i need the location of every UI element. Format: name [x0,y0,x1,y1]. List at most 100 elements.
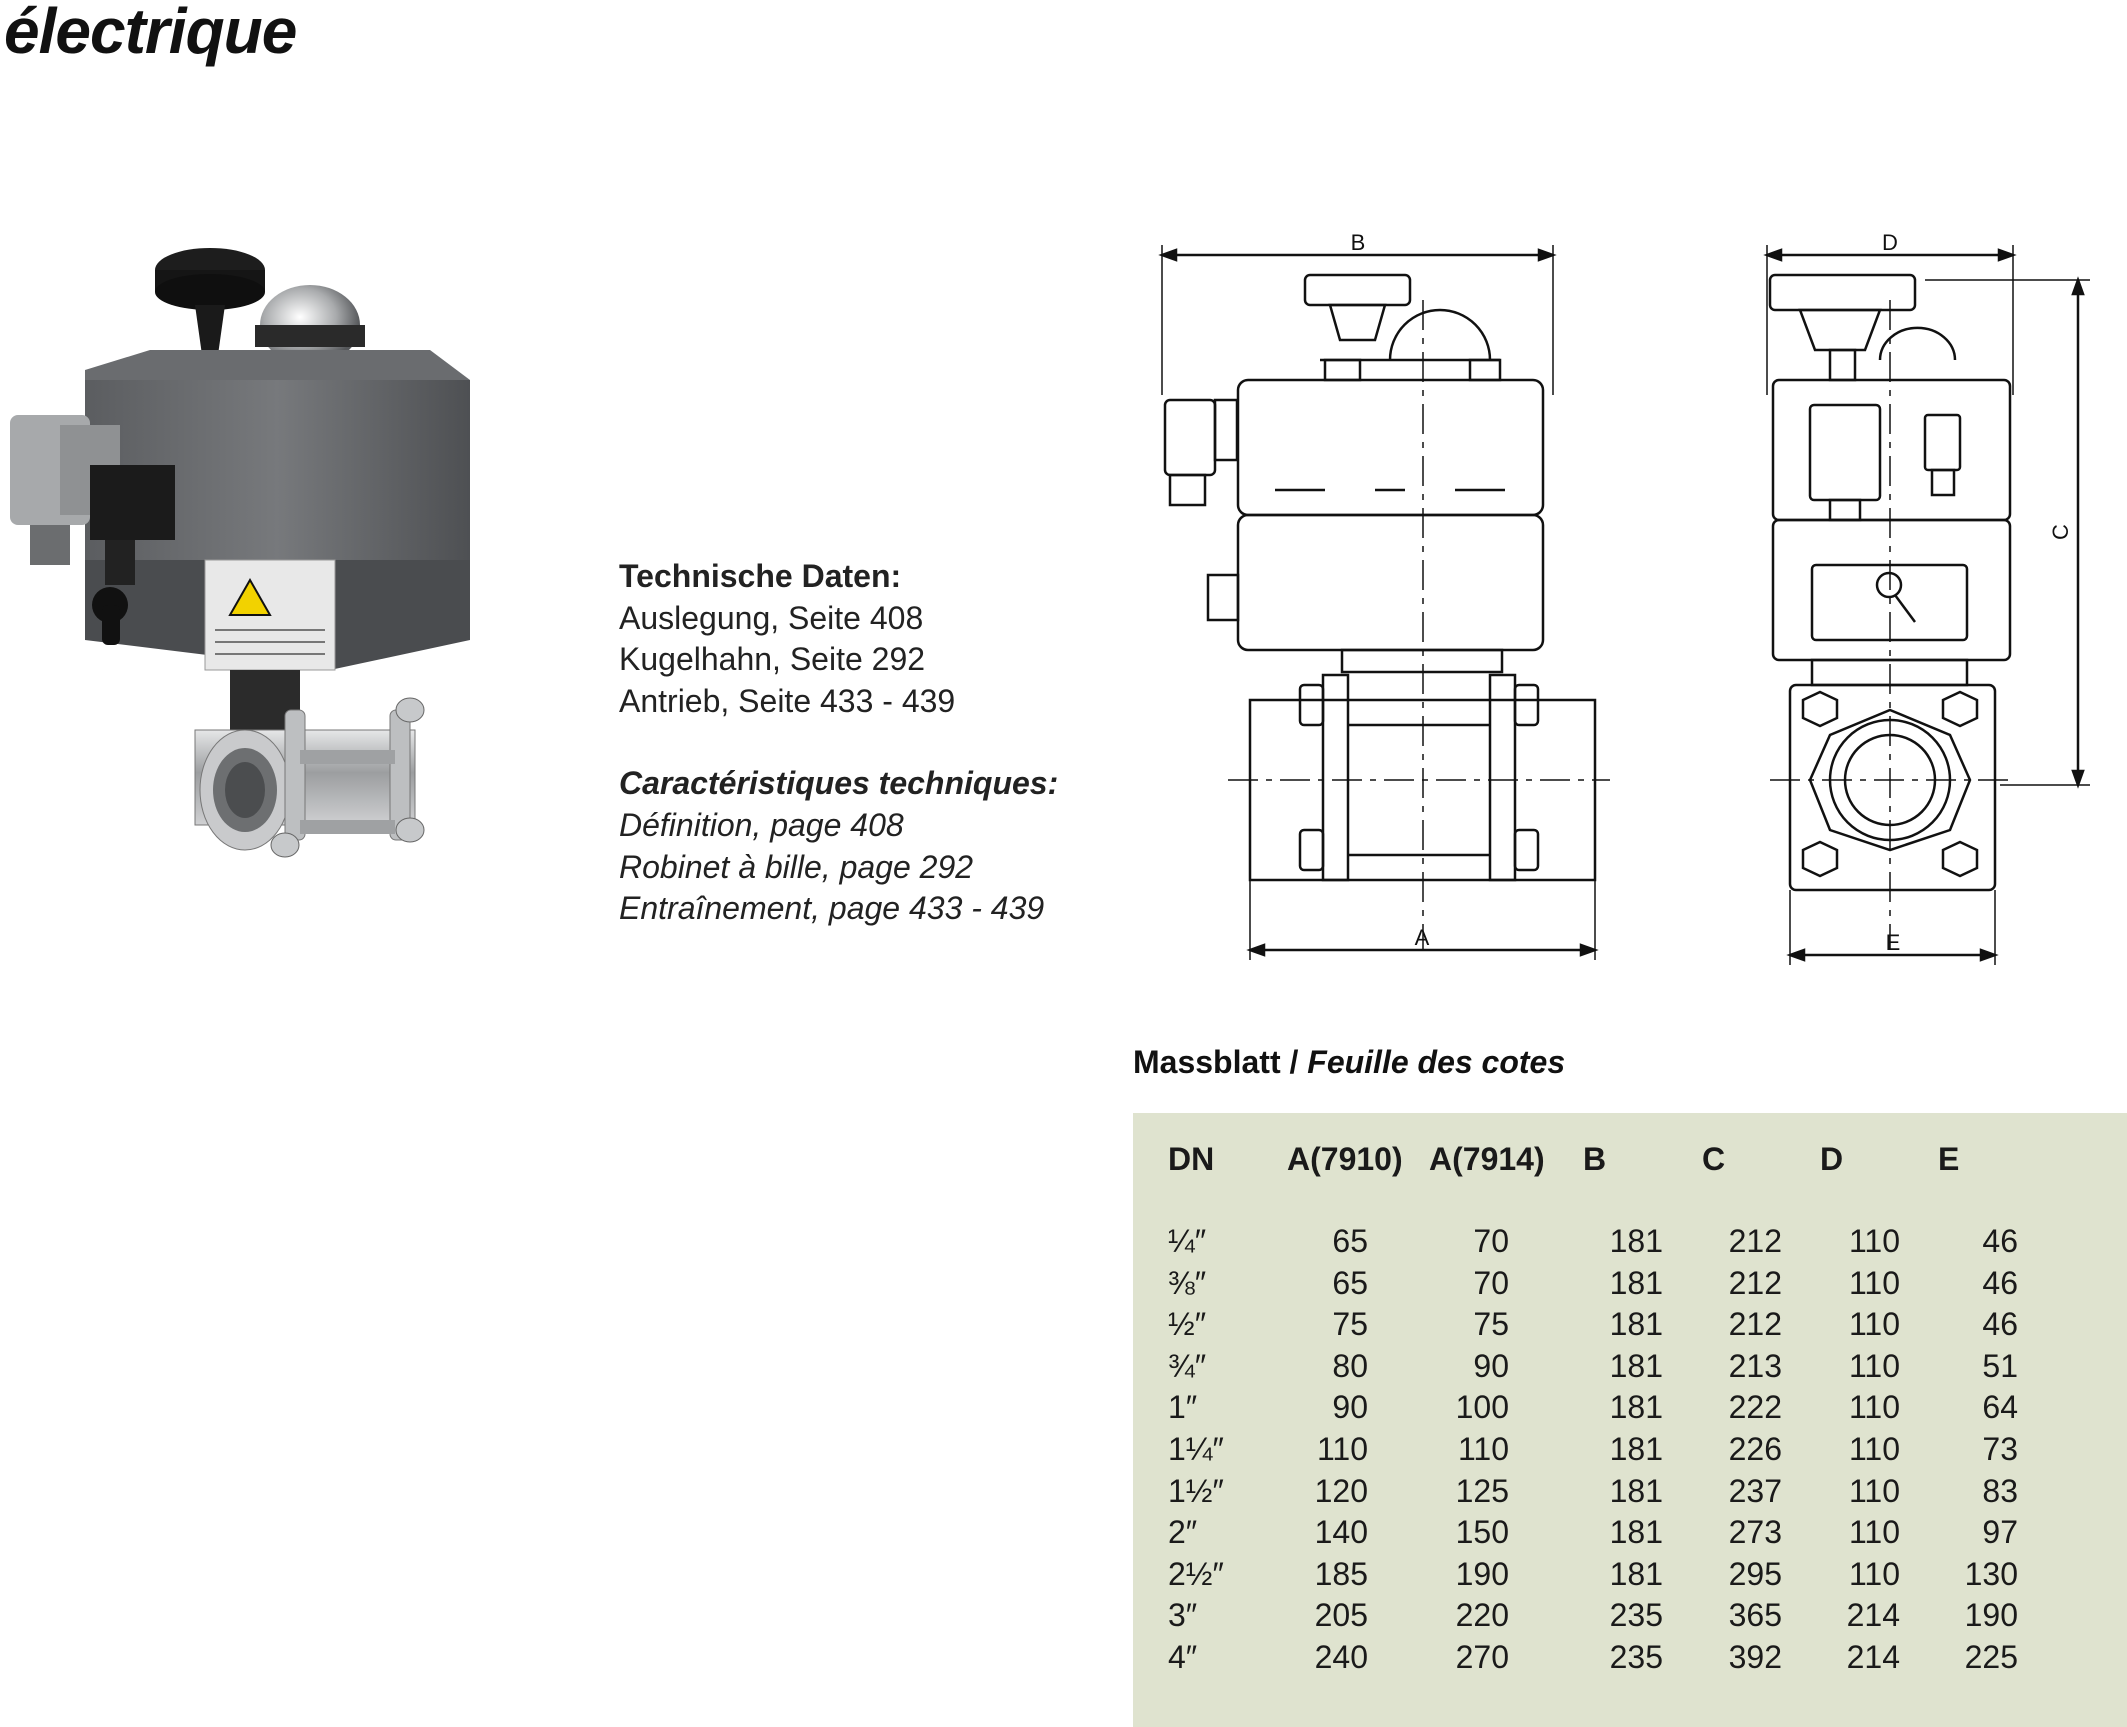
cell-a7914: 70 [1473,1264,1509,1301]
dim-label-e: E [1886,930,1901,955]
cell-b: 235 [1609,1638,1663,1675]
dim-label-c: C [2048,524,2073,540]
cell-c: 212 [1728,1306,1782,1343]
cell-dn: ¾″ [1168,1347,1207,1384]
cell-e: 97 [1982,1514,2018,1551]
cell-dn: 4″ [1168,1638,1198,1675]
col-header-c: C [1702,1141,1726,1177]
cell-a7910: 90 [1332,1389,1368,1426]
cell-d: 110 [1848,1430,1900,1467]
cell-c: 212 [1728,1264,1782,1301]
cell-a7910: 65 [1332,1223,1368,1259]
col-header-b: B [1583,1141,1607,1177]
cell-d: 110 [1848,1555,1900,1592]
cell-c: 365 [1728,1597,1782,1634]
sheet-title-de: Massblatt / [1133,1044,1299,1080]
technical-data: Technische Daten: Auslegung, Seite 408 K… [619,556,1058,930]
cell-a7910: 240 [1314,1638,1368,1675]
cell-a7910: 140 [1314,1514,1368,1551]
cell-a7914: 100 [1455,1389,1509,1426]
cell-b: 181 [1609,1514,1663,1551]
spec-line-de: Auslegung, Seite 408 [619,599,924,636]
cell-e: 225 [1964,1638,2018,1675]
cell-e: 190 [1964,1597,2018,1634]
cell-c: 273 [1728,1514,1782,1551]
cell-c: 226 [1728,1430,1782,1467]
cell-c: 392 [1728,1638,1782,1675]
spec-line-de: Antrieb, Seite 433 - 439 [619,682,956,719]
cell-a7914: 90 [1473,1347,1509,1384]
cell-e: 83 [1982,1472,2018,1509]
cell-b: 181 [1609,1223,1663,1259]
col-header-a7910: A(7910) [1287,1141,1403,1177]
cell-dn: ¼″ [1168,1223,1207,1259]
cell-a7910: 205 [1314,1597,1368,1634]
cell-b: 181 [1609,1347,1663,1384]
cell-b: 181 [1609,1472,1663,1509]
cell-e: 130 [1964,1555,2018,1592]
cell-e: 46 [1982,1264,2018,1301]
cell-a7910: 65 [1332,1264,1368,1301]
cell-a7914: 75 [1473,1306,1509,1343]
cell-c: 213 [1728,1347,1782,1384]
table-row: 1¼″ 110 110 181 226 110 73 [1133,1431,2127,1473]
cell-d: 214 [1846,1638,1900,1675]
cell-d: 110 [1848,1306,1900,1343]
cell-e: 64 [1982,1389,2018,1426]
spec-heading-fr: Caractéristiques techniques: [619,765,1059,802]
cell-b: 181 [1609,1264,1663,1301]
cell-d: 110 [1848,1223,1900,1259]
cell-d: 110 [1848,1347,1900,1384]
cell-e: 46 [1982,1306,2018,1343]
spec-line-fr: Définition, page 408 [619,806,904,843]
dim-label-b: B [1351,230,1366,255]
spec-line-fr: Robinet à bille, page 292 [619,848,974,885]
cell-dn: 1½″ [1168,1472,1224,1509]
cell-dn: 1¼″ [1168,1430,1224,1467]
dim-label-a: A [1415,925,1430,950]
cell-b: 181 [1609,1306,1663,1343]
cell-b: 181 [1609,1430,1663,1467]
cell-e: 73 [1982,1430,2018,1467]
spec-line-fr: Entraînement, page 433 - 439 [619,890,1045,927]
cell-a7910: 185 [1314,1555,1368,1592]
cell-dn: ½″ [1168,1306,1207,1343]
cell-d: 110 [1848,1389,1900,1426]
cell-c: 237 [1728,1472,1782,1509]
dim-label-d: D [1882,230,1898,255]
cell-a7910: 120 [1314,1472,1368,1509]
cell-e: 46 [1982,1223,2018,1259]
dimension-drawing: B A D [1158,230,2090,965]
cell-d: 110 [1848,1514,1900,1551]
col-header-dn: DN [1168,1141,1215,1177]
cell-a7914: 125 [1455,1472,1509,1509]
cell-a7914: 220 [1455,1597,1509,1634]
cell-b: 235 [1609,1597,1663,1634]
table-row: ¼″ 65 70 181 212 110 46 [1133,1223,2127,1265]
cell-b: 181 [1609,1555,1663,1592]
cell-d: 214 [1846,1597,1900,1634]
spec-heading-de: Technische Daten: [619,558,902,594]
col-header-d: D [1820,1141,1844,1177]
cell-dn: ⅜″ [1168,1264,1207,1301]
spec-line-de: Kugelhahn, Seite 292 [619,641,926,678]
cell-a7914: 70 [1473,1223,1509,1259]
cell-b: 181 [1609,1389,1663,1426]
cell-dn: 1″ [1168,1389,1198,1426]
cell-a7910: 80 [1332,1347,1368,1384]
cell-a7914: 110 [1457,1430,1509,1467]
cell-a7910: 110 [1316,1430,1368,1467]
cell-c: 295 [1728,1555,1782,1592]
cell-c: 212 [1728,1223,1782,1259]
sheet-title: Massblatt / Feuille des cotes [1133,1044,1565,1081]
